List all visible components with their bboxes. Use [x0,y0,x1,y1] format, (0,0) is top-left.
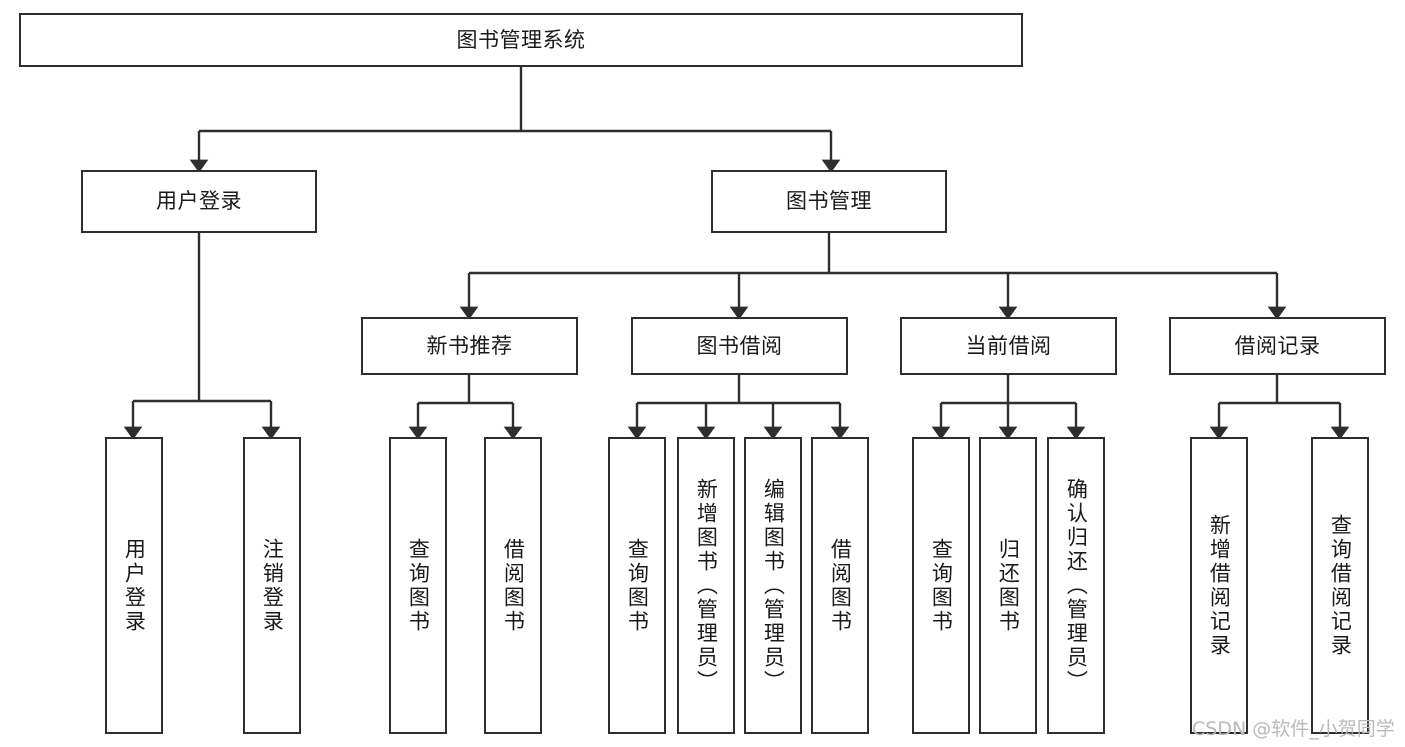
leaf-borrow-record-add-record[interactable]: 新增借阅记录 [1190,437,1248,734]
leaf-borrow-record-query-record[interactable]: 查询借阅记录 [1311,437,1369,734]
node-label: 查询图书 [625,537,650,634]
node-label: 图书管理系统 [456,27,586,52]
node-user-login[interactable]: 用户登录 [81,170,317,233]
node-label: 用户登录 [156,189,242,214]
leaf-book-borrow-borrow-books[interactable]: 借阅图书 [811,437,869,734]
leaf-current-borrow-confirm-return-admin[interactable]: 确认归还（管理员） [1047,437,1105,734]
node-label: 借阅图书 [501,537,526,634]
leaf-book-borrow-add-book-admin[interactable]: 新增图书（管理员） [677,437,735,734]
node-label: 新增借阅记录 [1207,513,1232,658]
node-label: 图书借阅 [696,333,783,358]
node-borrow-records[interactable]: 借阅记录 [1169,317,1386,375]
csdn-watermark: CSDN @软件_小贺同学 [1192,718,1395,740]
node-label: 用户登录 [122,537,147,634]
leaf-current-borrow-query-books[interactable]: 查询图书 [912,437,970,734]
leaf-book-borrow-query-books[interactable]: 查询图书 [608,437,666,734]
leaf-user-login-signin[interactable]: 用户登录 [105,437,163,734]
node-label: 归还图书 [996,537,1021,634]
node-label: 当前借阅 [965,333,1052,358]
leaf-user-login-signout[interactable]: 注销登录 [243,437,301,734]
node-root-book-management-system[interactable]: 图书管理系统 [19,13,1023,67]
node-label: 图书管理 [786,189,872,214]
leaf-new-book-query-books[interactable]: 查询图书 [389,437,447,734]
node-book-borrowing[interactable]: 图书借阅 [631,317,848,375]
node-label: 注销登录 [260,537,285,634]
node-current-borrowing[interactable]: 当前借阅 [900,317,1117,375]
leaf-current-borrow-return-books[interactable]: 归还图书 [979,437,1037,734]
node-label: 查询图书 [929,537,954,634]
node-label: 新增图书（管理员） [694,477,719,694]
node-new-book-recommendation[interactable]: 新书推荐 [361,317,578,375]
node-book-management[interactable]: 图书管理 [711,170,947,233]
node-label: 新书推荐 [426,333,513,358]
node-label: 借阅图书 [828,537,853,634]
node-label: 编辑图书（管理员） [761,477,786,694]
node-label: 确认归还（管理员） [1064,477,1089,694]
node-label: 查询图书 [406,537,431,634]
leaf-new-book-borrow-books[interactable]: 借阅图书 [484,437,542,734]
node-label: 借阅记录 [1234,333,1321,358]
leaf-book-borrow-edit-book-admin[interactable]: 编辑图书（管理员） [744,437,802,734]
node-label: 查询借阅记录 [1328,513,1353,658]
